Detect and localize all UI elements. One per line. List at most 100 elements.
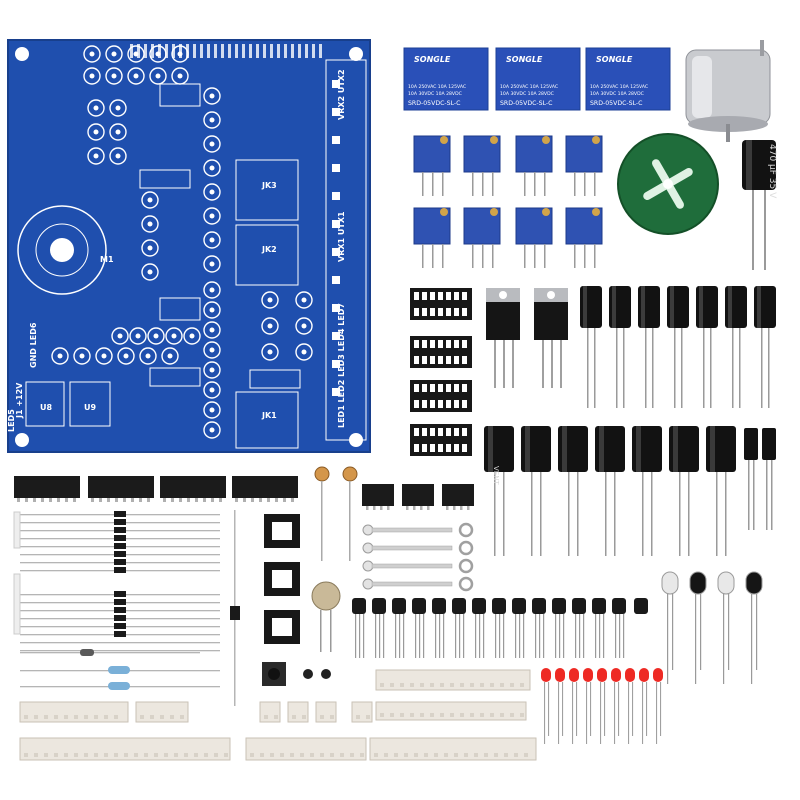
pcb-pad <box>261 291 279 309</box>
nut <box>458 522 474 538</box>
small-ic <box>402 484 434 506</box>
connector-slot <box>444 753 448 757</box>
small-ic <box>442 484 474 506</box>
led-body <box>717 571 735 595</box>
connector-slot <box>184 753 188 757</box>
connector-slot <box>480 713 484 717</box>
led-lead <box>723 594 725 684</box>
capacitor-lead <box>732 328 734 408</box>
relay-1: SONGLE 10A 250VAC 10A 125VAC 10A 30VDC 1… <box>403 47 489 111</box>
relay-2-spec1: 10A 250VAC 10A 125VAC <box>500 84 558 90</box>
transistor-lead <box>423 614 425 658</box>
transistor-lead <box>559 614 561 658</box>
connector-slot <box>434 753 438 757</box>
connector-slot <box>94 753 98 757</box>
connector-slot <box>520 713 524 717</box>
capacitor-lead <box>614 472 616 556</box>
socket-hole <box>430 292 435 300</box>
socket-hole <box>454 400 459 408</box>
diode-body <box>114 623 126 629</box>
led-lead <box>632 682 634 736</box>
socket-hole <box>414 384 419 392</box>
connector-slot <box>410 713 414 717</box>
screw-head <box>362 578 374 590</box>
socket-hole <box>414 292 419 300</box>
capacitor-lead <box>503 472 505 556</box>
led-lead <box>604 682 606 736</box>
ic-pin <box>73 498 76 502</box>
connector-slot <box>94 715 98 719</box>
led-lead <box>576 682 578 736</box>
connector-slot <box>490 713 494 717</box>
regulator-body <box>486 302 520 340</box>
axial-lead <box>20 650 220 652</box>
socket-hole <box>462 340 467 348</box>
ic-pin <box>91 498 94 502</box>
screw-shaft <box>371 563 453 569</box>
transistor-lead <box>543 614 545 658</box>
connector-slot <box>164 753 168 757</box>
pcb-resistor-mark <box>200 44 203 58</box>
socket-hole <box>462 444 467 452</box>
capacitor-lead <box>616 328 618 408</box>
ic-pin <box>453 506 456 510</box>
transistor-body <box>592 598 606 614</box>
capacitor-lead <box>739 328 741 408</box>
socket-hole <box>438 428 443 436</box>
transistor-lead <box>515 614 517 658</box>
capacitor-lead <box>540 472 542 556</box>
connector-slot <box>154 753 158 757</box>
regulator-pin <box>551 340 553 388</box>
diode-body <box>114 519 126 525</box>
diode-body <box>80 649 94 656</box>
socket-hole <box>438 444 443 452</box>
ic-pin <box>41 498 44 502</box>
pcb-pad <box>117 347 135 365</box>
resistor-body <box>108 666 130 674</box>
capacitor-stripe <box>641 286 645 328</box>
socket-hole <box>438 308 443 316</box>
transistor-body <box>372 598 386 614</box>
trimmer-pin <box>524 244 526 268</box>
led-lead <box>695 594 697 684</box>
trimmer-pin <box>584 172 586 196</box>
connector-slot <box>24 753 28 757</box>
led-lead <box>728 594 730 670</box>
connector-slot <box>356 715 360 719</box>
trimmer-pin <box>544 244 546 268</box>
transistor-lead <box>443 614 445 658</box>
screw-shaft <box>371 545 453 551</box>
socket-hole <box>454 340 459 348</box>
transistors <box>352 598 648 658</box>
connector-slot <box>520 683 524 687</box>
connector-slot <box>460 683 464 687</box>
connector-slot <box>374 753 378 757</box>
pcb-pad <box>203 401 221 419</box>
buzzer-footprint <box>17 205 107 295</box>
regulator-hole <box>499 291 507 299</box>
pcb-resistor-mark <box>263 44 266 58</box>
pcb-resistor-mark <box>235 44 238 58</box>
ic-pin <box>283 498 286 502</box>
trimmer-pin <box>442 244 444 268</box>
capacitor-lead <box>568 472 570 556</box>
pcb-pad <box>87 123 105 141</box>
ic-pin <box>17 498 20 502</box>
capacitor-lead <box>679 472 681 556</box>
dip-ic <box>160 476 226 498</box>
connector-slot <box>134 753 138 757</box>
capacitor-lead <box>753 460 755 530</box>
connector-slot <box>500 683 504 687</box>
pcb-pad-hole <box>209 347 215 353</box>
transistor-lead <box>579 614 581 658</box>
diode-body <box>114 567 126 573</box>
capacitor-lead <box>716 472 718 556</box>
ic-pin <box>65 498 68 502</box>
pcb-resistor-mark <box>193 44 196 58</box>
connector-slot <box>340 753 344 757</box>
pcb-pad <box>203 321 221 339</box>
capacitor-stripe <box>673 426 678 472</box>
capacitor-lead <box>725 472 727 556</box>
connector-slot <box>470 683 474 687</box>
regulator-pin <box>560 340 562 388</box>
